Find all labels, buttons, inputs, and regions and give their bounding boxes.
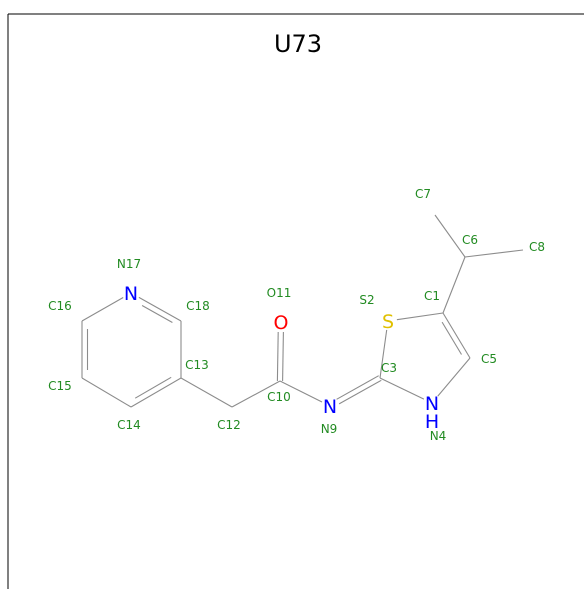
element-symbol-n9: N bbox=[323, 396, 337, 418]
bond-c14-c15 bbox=[81, 377, 132, 408]
atom-label-n9: N9 bbox=[321, 422, 338, 436]
atom-labels-layer: C1S2C3N4C5C6C7C8N9C10O11C12C13C14C15C16N… bbox=[48, 187, 545, 443]
atom-label-c7: C7 bbox=[415, 187, 431, 201]
bond-s2-c3 bbox=[379, 329, 388, 379]
bond-c6-c7 bbox=[434, 214, 466, 258]
bond-c1-c6 bbox=[442, 256, 466, 314]
element-symbol-n17: N bbox=[124, 283, 138, 305]
element-symbol-n4: N bbox=[425, 393, 439, 415]
element-symbol-o11: O bbox=[274, 312, 289, 334]
bond-n9-c10 bbox=[279, 380, 323, 403]
bonds-layer bbox=[81, 214, 524, 408]
atom-label-c1: C1 bbox=[424, 289, 440, 303]
element-symbol-s2: S bbox=[382, 311, 394, 333]
atom-label-c6: C6 bbox=[462, 233, 478, 247]
bond-c16-n17 bbox=[81, 297, 124, 322]
atom-label-c14: C14 bbox=[117, 418, 141, 432]
molecule-title: U73 bbox=[274, 30, 322, 58]
bond-n17-c18-inner bbox=[141, 305, 173, 323]
atom-label-n17: N17 bbox=[117, 257, 141, 271]
atom-label-o11: O11 bbox=[267, 286, 292, 300]
bond-c13-c14-outer bbox=[130, 377, 182, 408]
atom-label-c5: C5 bbox=[481, 352, 497, 366]
bond-c3-n9-b bbox=[338, 379, 382, 405]
hydrogen-symbol-n4: H bbox=[425, 411, 439, 433]
bond-c10-c12 bbox=[231, 380, 281, 408]
bond-c12-c13 bbox=[180, 377, 233, 408]
bond-n17-c18-outer bbox=[138, 296, 182, 322]
atom-label-c13: C13 bbox=[185, 358, 209, 372]
bond-c6-c8 bbox=[464, 249, 524, 258]
bond-c3-n9-a bbox=[336, 375, 379, 400]
bond-c10-o11-a bbox=[282, 331, 284, 382]
atom-label-c8: C8 bbox=[529, 240, 545, 254]
bond-c13-c14-inner bbox=[134, 376, 172, 399]
atom-label-c12: C12 bbox=[217, 418, 241, 432]
atom-label-c15: C15 bbox=[48, 379, 72, 393]
bond-c10-o11-b bbox=[276, 331, 279, 382]
atom-label-c3: C3 bbox=[381, 361, 397, 375]
bond-n4-c5 bbox=[437, 357, 471, 397]
atom-label-c10: C10 bbox=[267, 390, 291, 404]
bond-c3-n4 bbox=[379, 377, 425, 400]
atom-label-s2: S2 bbox=[359, 293, 374, 307]
atom-label-c18: C18 bbox=[186, 299, 210, 313]
bond-c5-c1-inner bbox=[441, 321, 462, 355]
bond-c1-s2 bbox=[396, 312, 444, 321]
bond-c5-c1-outer bbox=[442, 312, 471, 359]
atom-label-n4: N4 bbox=[430, 429, 447, 443]
atom-label-c16: C16 bbox=[48, 299, 72, 313]
